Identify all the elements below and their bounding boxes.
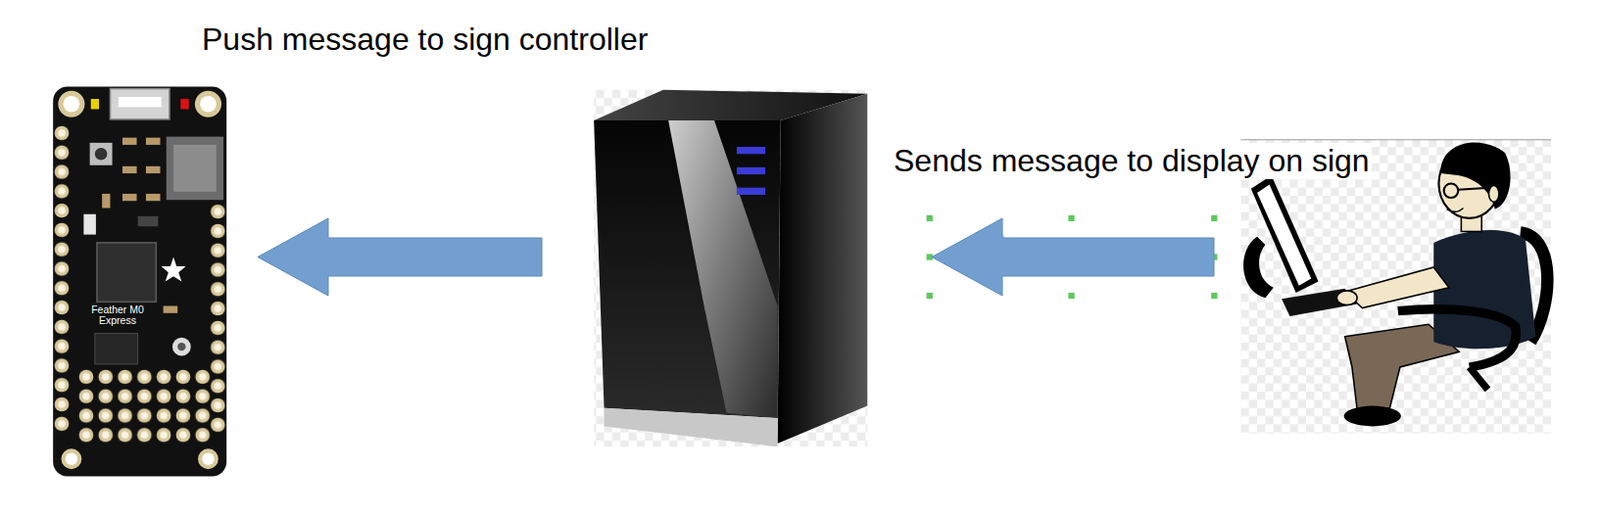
feather-board-drawing-part — [145, 166, 161, 174]
person-at-computer-drawing-part — [1398, 309, 1517, 368]
selection-handles — [926, 215, 1218, 299]
feather-board: Feather M0 Express — [52, 87, 227, 477]
feather-board-drawing-part — [76, 367, 213, 445]
feather-board-drawing-part — [83, 214, 96, 236]
feather-board-drawing-part — [57, 91, 85, 118]
board-silkscreen-text: Feather M0 Express — [86, 304, 149, 328]
feather-board-drawing — [51, 87, 228, 478]
feather-board-drawing-part — [51, 123, 72, 435]
server-drawing-part — [736, 146, 766, 154]
selection-handles-part — [926, 215, 933, 222]
selection-handles-part — [1211, 292, 1217, 299]
feather-board-drawing-part — [96, 242, 156, 302]
person-at-computer-drawing-part — [1457, 188, 1490, 191]
person-at-computer-drawing-part — [1345, 267, 1450, 309]
server-drawing-part — [593, 90, 868, 448]
person-at-computer-drawing-part — [1281, 289, 1358, 317]
selection-handles-part — [1067, 292, 1074, 299]
feather-board-drawing-part — [145, 193, 161, 201]
feather-board-drawing-part — [118, 96, 162, 107]
person-at-computer-drawing-part — [1240, 140, 1552, 435]
person-at-computer-drawing-part — [1257, 185, 1311, 287]
feather-board-drawing-part — [90, 143, 113, 166]
person-at-computer-drawing-part — [1444, 184, 1459, 199]
person-at-computer-drawing-part — [1488, 186, 1499, 203]
person-at-computer-drawing — [1240, 140, 1552, 435]
person-at-computer-drawing-part — [1251, 175, 1319, 293]
user-at-computer — [1240, 140, 1552, 435]
feather-board-drawing-part — [177, 342, 186, 351]
feather-board-drawing-part — [65, 453, 78, 467]
feather-board-drawing-part — [163, 306, 179, 314]
server-drawing-part — [604, 408, 778, 448]
feather-board-drawing-part — [197, 448, 219, 470]
feather-board-drawing-part — [109, 89, 169, 120]
server-drawing-part — [668, 120, 777, 419]
feather-board-drawing-part — [166, 137, 224, 201]
feather-board-drawing-part — [63, 96, 81, 113]
server-drawing-part — [593, 120, 781, 419]
server — [593, 90, 868, 447]
arrow-label: Push message to sign controller — [199, 21, 650, 58]
feather-board-drawing-part — [122, 138, 138, 146]
selection-handles-part — [1211, 215, 1217, 222]
person-at-computer-drawing-part — [1336, 290, 1358, 306]
feather-board-drawing-part — [122, 193, 138, 201]
server-drawing-part — [777, 94, 869, 444]
feather-board-drawing-part — [138, 216, 159, 227]
feather-board-drawing-part — [180, 98, 189, 109]
person-at-computer-drawing-part — [1440, 142, 1510, 209]
feather-board-drawing-part — [161, 257, 187, 283]
feather-board-drawing-part — [201, 453, 214, 467]
block-arrow — [257, 218, 542, 296]
feather-board-drawing-part — [199, 96, 217, 113]
feather-board-drawing-part — [60, 448, 82, 470]
person-at-computer-drawing-part — [1240, 139, 1552, 141]
person-at-computer-drawing-part — [1344, 406, 1402, 428]
feather-board-drawing-part — [173, 145, 217, 193]
feather-board-drawing-part — [52, 87, 227, 478]
feather-board-drawing-part — [122, 166, 138, 174]
feather-board-drawing-part — [145, 138, 161, 146]
server-drawing-part — [736, 167, 766, 175]
selection-handles-part — [926, 292, 933, 299]
server-drawing — [593, 90, 868, 448]
feather-board-drawing-part — [101, 193, 110, 209]
feather-board-drawing-part — [194, 91, 222, 118]
feather-board-drawing-part — [95, 147, 107, 161]
arrow-label: Sends message to display on sign — [891, 143, 1372, 180]
person-at-computer-drawing-part — [1243, 237, 1274, 298]
selection-handles-part — [1067, 215, 1074, 222]
feather-board-drawing-part — [172, 338, 192, 357]
server-drawing-part — [736, 188, 766, 195]
feather-board-drawing-part — [91, 98, 99, 109]
person-at-computer-drawing-part — [1447, 208, 1464, 213]
person-at-computer-drawing-part — [1469, 367, 1489, 390]
feather-board-drawing-part — [95, 334, 139, 365]
block-arrow — [931, 218, 1214, 296]
